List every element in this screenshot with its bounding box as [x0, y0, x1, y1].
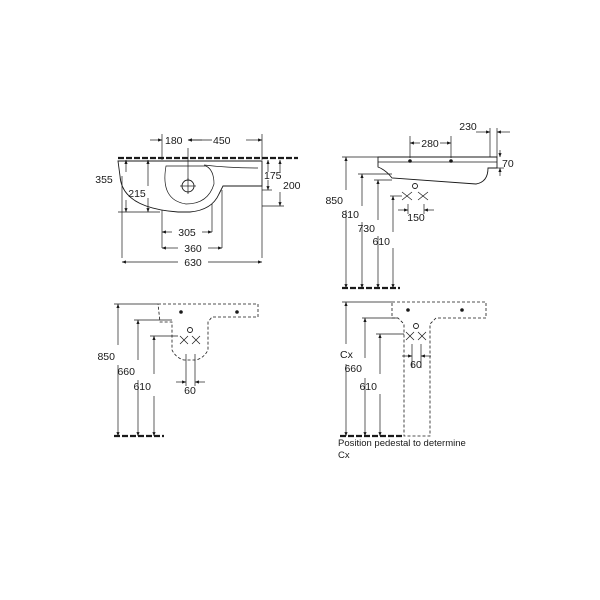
view-bottom-right-elevation: Cx 660 610 60 Position pedestal to deter… — [338, 301, 487, 461]
dim-label: 810 — [341, 209, 359, 221]
basin-outline — [157, 303, 259, 361]
dim-label: 200 — [283, 180, 301, 192]
dim-label: 630 — [184, 257, 202, 269]
dim-label: 850 — [325, 195, 343, 207]
water-inlet-symbol — [401, 183, 429, 201]
water-inlet-symbol — [405, 323, 427, 341]
dim-label: 450 — [213, 135, 231, 147]
dim-label: 150 — [407, 212, 425, 224]
dim-label: 610 — [133, 381, 151, 393]
dim-label: 610 — [372, 236, 390, 248]
water-inlet-symbol — [179, 327, 201, 345]
basin-outline — [117, 160, 263, 213]
basin-outline — [391, 301, 487, 437]
basin-outline — [377, 156, 498, 185]
shelf-outline — [203, 164, 259, 169]
dim-label: 215 — [128, 188, 146, 200]
dim-label: 175 — [264, 170, 282, 182]
bowl-outline — [164, 165, 215, 205]
dim-label: 180 — [165, 135, 183, 147]
view-top-right-elevation: 280 230 70 850 810 730 610 150 — [325, 121, 514, 290]
dim-label: 280 — [421, 138, 439, 150]
pedestal-note-line2: Cx — [338, 450, 350, 461]
dim-label: 70 — [502, 158, 514, 170]
dim-label: 660 — [344, 363, 362, 375]
dim-label: Cx — [340, 349, 354, 361]
dim-label: 230 — [459, 121, 477, 133]
dim-label: 60 — [184, 385, 196, 397]
view-bottom-left-elevation: 850 660 610 60 — [97, 303, 259, 438]
dim-label: 850 — [97, 351, 115, 363]
dim-label: 660 — [117, 366, 135, 378]
dim-label: 305 — [178, 227, 196, 239]
dim-label: 60 — [410, 359, 422, 371]
dim-label: 355 — [95, 174, 113, 186]
pedestal-note-line1: Position pedestal to determine — [338, 438, 466, 449]
dim-label: 610 — [359, 381, 377, 393]
dim-label: 360 — [184, 243, 202, 255]
dim-label: 730 — [357, 223, 375, 235]
view-top-left-plan: 180 450 355 215 175 200 305 360 630 — [95, 134, 301, 269]
